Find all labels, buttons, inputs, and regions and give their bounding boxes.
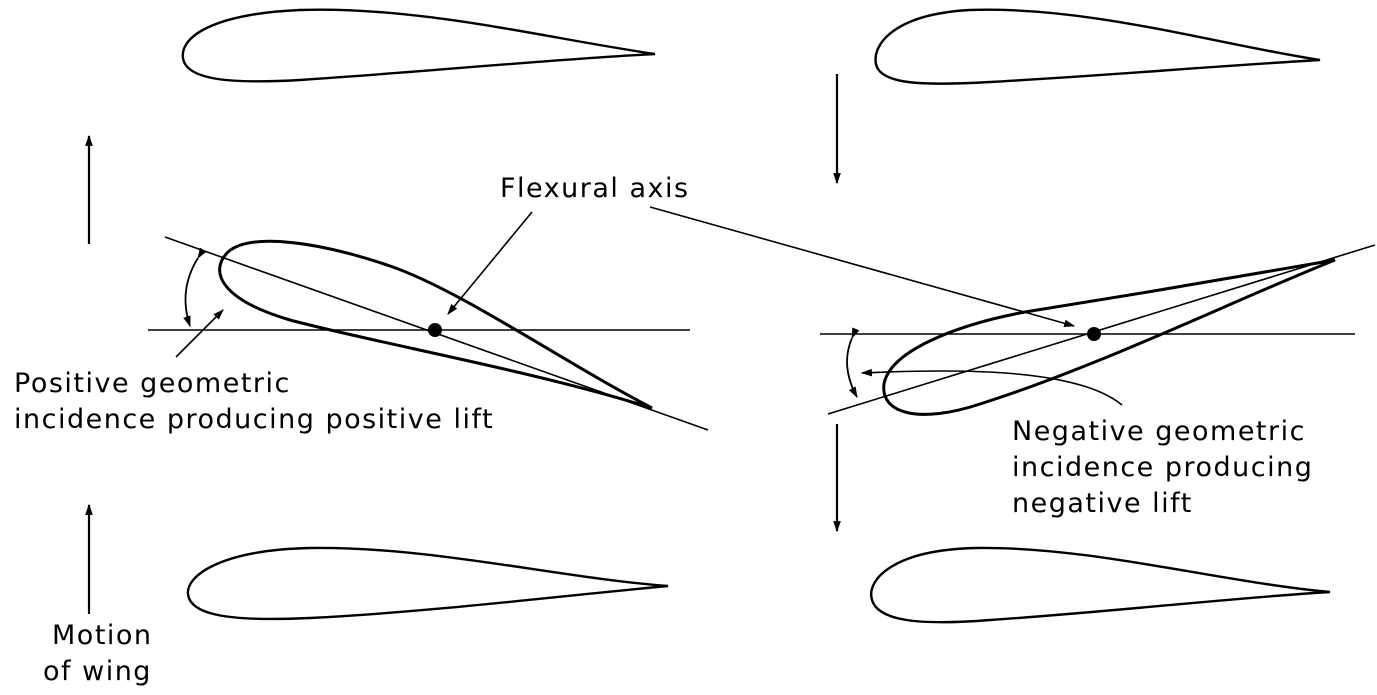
- negative-incidence-leader: [860, 368, 1123, 406]
- flexural-axis-point-left: [428, 323, 442, 337]
- left-column: [85, 8, 709, 621]
- motion-of-wing-label-line2: of wing: [43, 656, 152, 687]
- negative-incidence-label-line2: incidence producing: [1012, 452, 1313, 483]
- airfoil-middle-right: [820, 244, 1376, 416]
- flexural-axis-leader-right: [649, 206, 1076, 328]
- positive-incidence-leader: [175, 309, 224, 358]
- airfoil-bottom-left: [186, 546, 669, 621]
- negative-incidence-label-line3: negative lift: [1012, 488, 1193, 519]
- incidence-angle-arc-left: [183, 247, 207, 328]
- airfoil-bottom-right: [870, 546, 1331, 624]
- negative-incidence-label-line1: Negative geometric: [1012, 416, 1306, 447]
- flexural-axis-leader-left: [447, 211, 533, 315]
- right-column: [820, 8, 1376, 624]
- airfoil-top-left: [181, 8, 656, 83]
- positive-incidence-label-line1: Positive geometric: [14, 368, 291, 399]
- airfoil-top-right: [874, 8, 1321, 85]
- chord-line-right: [827, 244, 1376, 415]
- flexural-axis-label: Flexural axis: [500, 173, 690, 204]
- airfoil-middle-left: [148, 236, 709, 431]
- positive-incidence-label-line2: incidence producing positive lift: [14, 404, 494, 435]
- incidence-angle-arc-right: [846, 327, 860, 398]
- flexural-axis-point-right: [1087, 327, 1101, 341]
- motion-of-wing-label-line1: Motion: [52, 620, 153, 651]
